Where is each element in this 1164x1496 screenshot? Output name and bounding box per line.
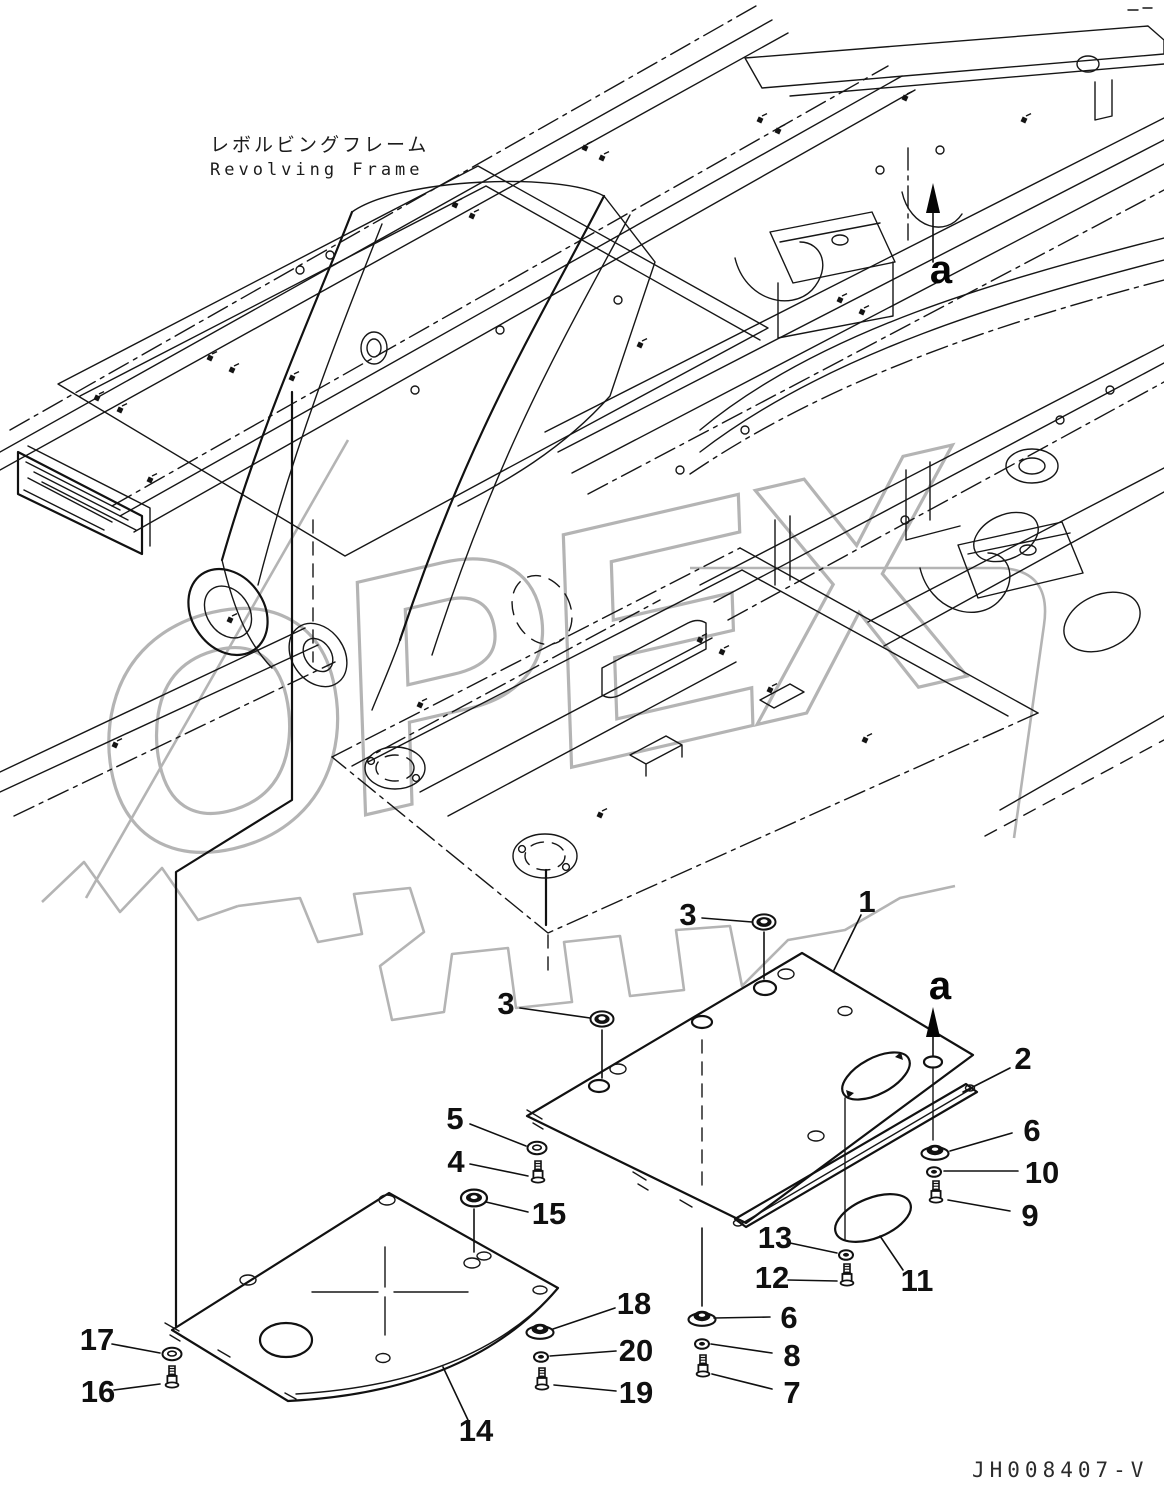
part-callout-2: 2 (1014, 1041, 1031, 1076)
part-3-washer (589, 1010, 615, 1028)
revolving-frame-drawing (0, 5, 1164, 1328)
title-block: レボルビングフレーム Revolving Frame (210, 130, 429, 180)
part-callout-1: 1 (858, 884, 875, 919)
part-8-grommet (694, 1338, 710, 1350)
part-callout-16: 16 (81, 1374, 115, 1409)
part-15-grommet (459, 1188, 489, 1208)
part-callout-7: 7 (783, 1375, 800, 1410)
part-19-bolt (534, 1367, 550, 1391)
part-6-washer (687, 1309, 717, 1327)
view-arrow-top (926, 183, 940, 263)
part-2-strip (732, 1082, 979, 1229)
fastener-stack-lines (473, 931, 765, 1307)
part-callout-12: 12 (755, 1260, 789, 1295)
part-callout-13: 13 (758, 1220, 792, 1255)
part-20-grommet (533, 1351, 549, 1363)
part-callout-17: 17 (80, 1322, 114, 1357)
leader-lines (111, 914, 1019, 1421)
part-callout-14: 14 (459, 1413, 494, 1448)
part-18-washer (525, 1322, 555, 1340)
watermark-gear-teeth-left (41, 860, 239, 922)
part-12-bolt (839, 1263, 855, 1287)
part-7-bolt (695, 1354, 711, 1378)
projection-boundary-line (174, 390, 294, 1328)
view-arrow-bottom (926, 1007, 940, 1057)
watermark-opex: OPEX (41, 373, 1047, 1022)
cover-plates-group (111, 183, 1019, 1421)
part-13-grommet (838, 1249, 854, 1261)
view-label-a: a (930, 248, 953, 292)
part-10-grommet (926, 1166, 942, 1178)
part-callout-10: 10 (1025, 1155, 1059, 1190)
part-callout-11: 11 (901, 1263, 934, 1298)
part-callout-3: 3 (679, 897, 696, 932)
part-6-washer (920, 1143, 950, 1161)
part-9-bolt (928, 1180, 944, 1204)
part-4-bolt (530, 1160, 546, 1184)
part-5-washer (526, 1140, 548, 1156)
part-callout-20: 20 (619, 1333, 653, 1368)
part-11-gasket (834, 1193, 912, 1243)
part-callout-8: 8 (783, 1338, 800, 1373)
view-label-a: a (929, 964, 952, 1008)
title-english: Revolving Frame (210, 160, 424, 180)
part-callout-3: 3 (497, 986, 514, 1021)
drawing-number: JH008407-V (972, 1458, 1149, 1482)
part-callout-19: 19 (619, 1375, 653, 1410)
part-3-washer (751, 913, 777, 931)
part-callout-6: 6 (780, 1300, 797, 1335)
part-16-bolt (164, 1365, 180, 1389)
watermark-gear-teeth-center (237, 884, 956, 1022)
part-callout-9: 9 (1021, 1198, 1038, 1233)
watermark-text: OPEX (51, 375, 1021, 941)
part-callout-5: 5 (446, 1101, 463, 1136)
part-14-under-cover (164, 1191, 560, 1403)
part-callout-6: 6 (1023, 1113, 1040, 1148)
part-callout-15: 15 (532, 1196, 566, 1231)
title-japanese: レボルビングフレーム (210, 134, 430, 156)
part-17-washer (161, 1346, 183, 1362)
fasteners (161, 913, 950, 1391)
part-callout-18: 18 (617, 1286, 651, 1321)
part-callout-4: 4 (447, 1144, 465, 1179)
